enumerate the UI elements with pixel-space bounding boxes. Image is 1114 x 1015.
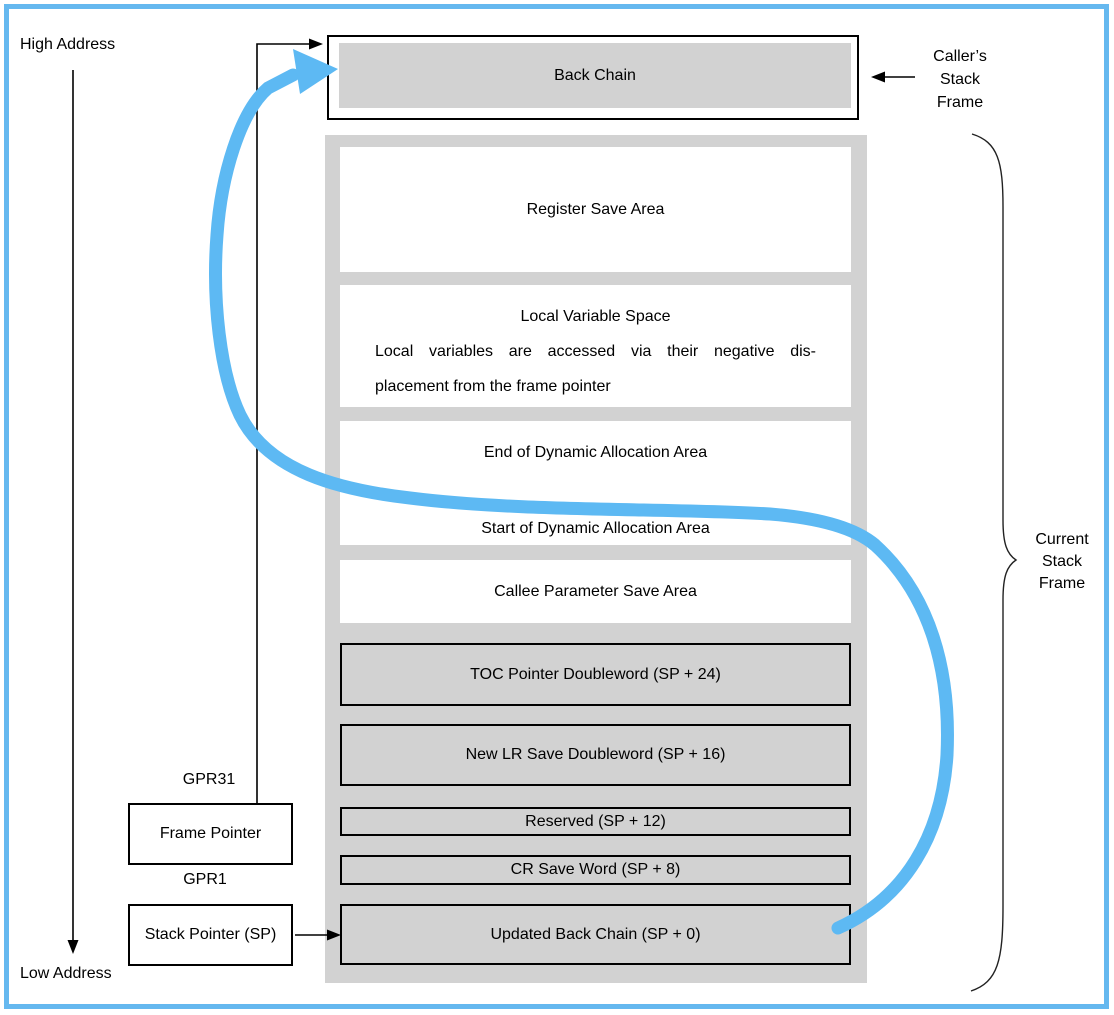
- dynamic-allocation-start-label: Start of Dynamic Allocation Area: [481, 520, 710, 537]
- stack-pointer-label: Stack Pointer (SP): [144, 926, 277, 943]
- new-lr-save-label: New LR Save Doubleword (SP + 16): [465, 746, 726, 763]
- cr-save-word-label: CR Save Word (SP + 8): [510, 861, 681, 878]
- local-variable-space-box: Local Variable Space Local variables are…: [340, 285, 851, 407]
- current-label-line3: Frame: [1038, 575, 1086, 592]
- figure-border: [4, 4, 1109, 1009]
- dynamic-allocation-box: End of Dynamic Allocation Area Start of …: [340, 421, 851, 545]
- updated-back-chain-label: Updated Back Chain (SP + 0): [490, 925, 701, 943]
- updated-back-chain-box: Updated Back Chain (SP + 0): [340, 904, 851, 965]
- frame-pointer-label: Frame Pointer: [159, 825, 262, 842]
- local-variable-space-desc2: placement from the frame pointer: [375, 378, 611, 395]
- back-chain-label: Back Chain: [554, 66, 636, 84]
- low-address-label: Low Address: [20, 965, 112, 982]
- stack-pointer-box: Stack Pointer (SP): [128, 904, 293, 966]
- register-save-area-label: Register Save Area: [526, 200, 665, 218]
- dynamic-allocation-end-label: End of Dynamic Allocation Area: [483, 444, 708, 461]
- cr-save-word-box: CR Save Word (SP + 8): [340, 855, 851, 885]
- reserved-label: Reserved (SP + 12): [525, 812, 666, 830]
- toc-pointer-label: TOC Pointer Doubleword (SP + 24): [470, 665, 721, 683]
- frame-pointer-box: Frame Pointer: [128, 803, 293, 865]
- callee-parameter-save-area-box: Callee Parameter Save Area: [340, 560, 851, 623]
- back-chain-cell: Back Chain: [339, 43, 851, 108]
- gpr1-label: GPR1: [183, 871, 227, 888]
- back-chain-box: Back Chain: [327, 35, 859, 120]
- callee-parameter-save-area-label: Callee Parameter Save Area: [494, 582, 697, 600]
- local-variable-space-desc1: Local variables are accessed via their n…: [375, 343, 816, 360]
- toc-pointer-box: TOC Pointer Doubleword (SP + 24): [340, 643, 851, 706]
- reserved-box: Reserved (SP + 12): [340, 807, 851, 836]
- callers-label-line2: Stack: [939, 71, 980, 88]
- current-label-line2: Stack: [1041, 553, 1082, 570]
- new-lr-save-box: New LR Save Doubleword (SP + 16): [340, 724, 851, 786]
- local-variable-space-title: Local Variable Space: [520, 308, 671, 325]
- callers-label-line1: Caller’s: [933, 48, 987, 65]
- current-stack-frame-label: Current Stack Frame: [1019, 529, 1105, 595]
- current-frame-container: Register Save Area Local Variable Space …: [325, 135, 867, 983]
- gpr31-label: GPR31: [182, 771, 236, 788]
- current-label-line1: Current: [1035, 531, 1089, 548]
- callers-stack-frame-label: Caller’s Stack Frame: [916, 45, 1004, 114]
- callers-label-line3: Frame: [936, 94, 984, 111]
- register-save-area-box: Register Save Area: [340, 147, 851, 272]
- high-address-label: High Address: [20, 36, 116, 53]
